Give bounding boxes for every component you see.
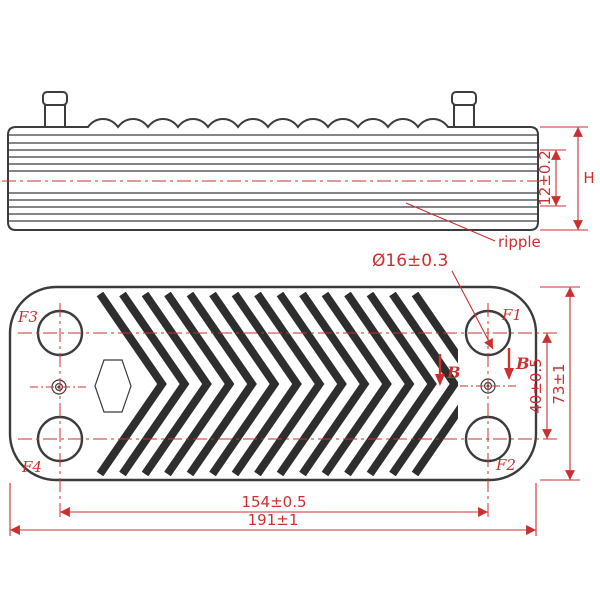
dimension-port-vertical: 40±0.5 [527,333,552,439]
hole-diameter-label: Ø16±0.3 [372,251,448,271]
dimension-plate-length: 191±1 [9,483,537,536]
plate-outline [8,285,538,482]
plan-view: F3 F1 F4 F2 Ø16±0.3 B B 40±0.5 [8,251,580,536]
port-stub-left [42,91,68,128]
port-label-f2: F2 [495,456,516,474]
dimension-plate-stack: 12±0.2 [536,149,566,207]
hexagon-boss [94,359,132,413]
side-view: 12±0.2 H ripple [2,91,595,251]
dim-overall-height-label: H [583,169,594,187]
port-label-f4: F4 [21,458,42,476]
dim-plate-length-label: 191±1 [248,511,299,529]
section-marker-left: B [435,354,461,386]
dimension-overall-height: H [540,126,595,231]
port-label-f1: F1 [501,306,522,324]
section-marker-right: B [504,348,530,380]
port-stub-right [451,91,477,128]
ripple-label: ripple [498,233,541,251]
diameter-callout: Ø16±0.3 [372,251,494,350]
dimension-plate-height: 73±1 [540,286,580,481]
dim-plate-stack-label: 12±0.2 [536,150,554,206]
section-label-b-right: B [515,354,530,373]
dim-plate-height-label: 73±1 [550,363,568,404]
section-label-b-left: B [446,363,461,382]
dim-port-vertical-label: 40±0.5 [527,358,545,414]
dimension-port-horizontal: 154±0.5 [60,493,488,517]
side-body-outline [7,117,539,231]
chevron-pattern [96,292,458,476]
port-label-f3: F3 [17,308,38,326]
dim-port-horizontal-label: 154±0.5 [241,493,306,511]
ripple-callout: ripple [405,202,541,251]
plate-stack-lines [9,134,537,222]
